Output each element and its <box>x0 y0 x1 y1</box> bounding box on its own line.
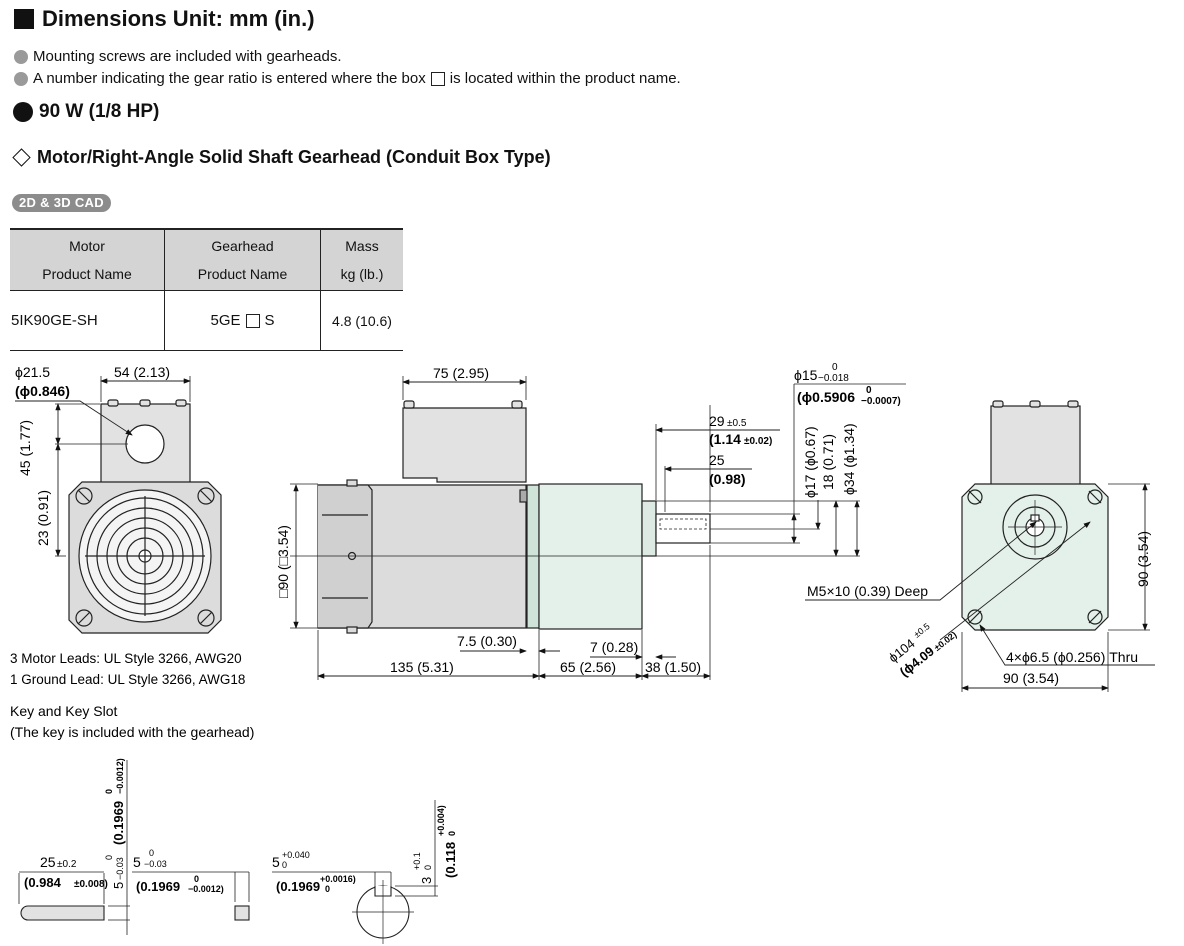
svg-text:0: 0 <box>423 865 433 870</box>
svg-text:−0.0007): −0.0007) <box>861 396 901 407</box>
key-01969-c: (0.1969 <box>276 879 320 894</box>
key-title: Key and Key Slot <box>10 703 118 719</box>
key-01969-b: (0.1969 <box>136 879 180 894</box>
svg-text:±0.02): ±0.02) <box>932 629 958 653</box>
dim-75: 75 (2.95) <box>433 365 489 381</box>
dim-25: 25 <box>709 452 725 468</box>
cell-motor: 5IK90GE-SH <box>10 290 165 351</box>
dim-7: 7 (0.28) <box>590 639 638 655</box>
gray-dot-icon <box>14 71 28 86</box>
dim-098: (0.98) <box>709 471 746 487</box>
dim-18: 18 (0.71) <box>820 434 836 490</box>
dim-phi104-group: ϕ104 ±0.5 (ϕ4.09 ±0.02) <box>886 621 959 679</box>
cell-mass: 4.8 (10.6) <box>320 290 403 351</box>
motor-leads-note: 3 Motor Leads: UL Style 3266, AWG20 <box>10 651 242 666</box>
dim-45: 45 (1.77) <box>17 420 33 476</box>
key-5b: 5 <box>133 854 141 870</box>
svg-text:0: 0 <box>104 855 114 860</box>
subsection-heading-text: Motor/Right-Angle Solid Shaft Gearhead (… <box>37 147 551 167</box>
svg-text:−0.03: −0.03 <box>144 859 167 869</box>
key-0118: (0.118 <box>443 842 458 878</box>
page-title-text: Dimensions Unit: mm (in.) <box>42 6 315 31</box>
dim-phi34: ϕ34 (ϕ1.34) <box>841 423 857 495</box>
dim-phi0846: (ϕ0.846) <box>15 383 70 399</box>
svg-text:±0.5: ±0.5 <box>727 418 747 429</box>
subsection-heading: Motor/Right-Angle Solid Shaft Gearhead (… <box>10 147 551 168</box>
dim-38: 38 (1.50) <box>645 659 701 675</box>
note-mounting: Mounting screws are included with gearhe… <box>14 48 342 65</box>
note-mounting-text: Mounting screws are included with gearhe… <box>33 48 342 65</box>
dim-114: (1.14 <box>709 431 741 447</box>
page-title: Dimensions Unit: mm (in.) <box>14 6 315 32</box>
svg-text:0: 0 <box>866 385 872 396</box>
gray-dot-icon <box>14 49 28 64</box>
dim-phi05906: (ϕ0.5906 <box>797 389 855 405</box>
svg-text:+0.1: +0.1 <box>412 852 422 870</box>
svg-text:0: 0 <box>104 789 114 794</box>
svg-text:0: 0 <box>832 362 838 373</box>
dim-135: 135 (5.31) <box>390 659 454 675</box>
motor-end-view <box>15 376 222 634</box>
box-icon <box>430 71 445 86</box>
key-subtitle: (The key is included with the gearhead) <box>10 724 254 740</box>
power-heading-text: 90 W (1/8 HP) <box>39 101 160 122</box>
square-icon <box>14 9 34 29</box>
key-5a: 5 <box>111 882 126 889</box>
dim-29: 29 <box>709 413 725 429</box>
svg-text:±0.2: ±0.2 <box>57 859 77 870</box>
box-icon <box>245 314 260 329</box>
svg-text:0: 0 <box>447 831 457 836</box>
side-view <box>290 376 906 680</box>
svg-text:±0.02): ±0.02) <box>744 436 772 447</box>
key-25: 25 <box>40 854 56 870</box>
svg-text:−0.0012): −0.0012) <box>188 884 224 894</box>
svg-text:−0.03: −0.03 <box>115 857 125 880</box>
dim-7-5: 7.5 (0.30) <box>457 633 517 649</box>
svg-text:0: 0 <box>194 874 199 884</box>
key-5c: 5 <box>272 854 280 870</box>
dim-phi17: ϕ17 (ϕ0.67) <box>802 426 818 498</box>
key-drawing <box>18 760 438 944</box>
note-gear-ratio-text-a: A number indicating the gear ratio is en… <box>33 70 426 87</box>
dim-h90: 90 (3.54) <box>1135 531 1151 587</box>
dim-54: 54 (2.13) <box>114 364 170 380</box>
note-gear-ratio-text-b: is located within the product name. <box>449 70 681 87</box>
dim-sq90: □90 (□3.54) <box>275 525 291 598</box>
svg-text:+0.004): +0.004) <box>436 805 446 836</box>
note-gear-ratio: A number indicating the gear ratio is en… <box>14 70 681 87</box>
dim-23: 23 (0.91) <box>35 490 51 546</box>
key-01969-vertical: (0.1969 <box>111 801 126 845</box>
svg-text:−0.018: −0.018 <box>818 373 849 384</box>
power-heading: 90 W (1/8 HP) <box>13 101 159 123</box>
svg-text:±0.008): ±0.008) <box>74 879 108 890</box>
dim-holes: 4×ϕ6.5 (ϕ0.256) Thru <box>1006 649 1138 665</box>
black-dot-icon <box>13 102 33 122</box>
dim-w90: 90 (3.54) <box>1003 670 1059 686</box>
svg-text:±0.5: ±0.5 <box>912 621 932 640</box>
dim-phi15: ϕ15 <box>794 367 818 383</box>
dim-m5: M5×10 (0.39) Deep <box>807 583 928 599</box>
cad-badge[interactable]: 2D & 3D CAD <box>12 194 111 212</box>
dim-65: 65 (2.56) <box>560 659 616 675</box>
svg-text:−0.0012): −0.0012) <box>115 758 125 794</box>
svg-text:0: 0 <box>149 848 154 858</box>
dim-phi21: ϕ21.5 <box>15 364 50 380</box>
key-3: 3 <box>419 877 434 884</box>
svg-text:+0.0016): +0.0016) <box>320 874 356 884</box>
svg-text:0: 0 <box>282 860 287 870</box>
ground-lead-note: 1 Ground Lead: UL Style 3266, AWG18 <box>10 672 245 687</box>
svg-text:0: 0 <box>325 884 330 894</box>
svg-text:+0.040: +0.040 <box>282 850 310 860</box>
key-0984: (0.984 <box>24 875 62 890</box>
gearhead-end-view <box>805 400 1155 692</box>
